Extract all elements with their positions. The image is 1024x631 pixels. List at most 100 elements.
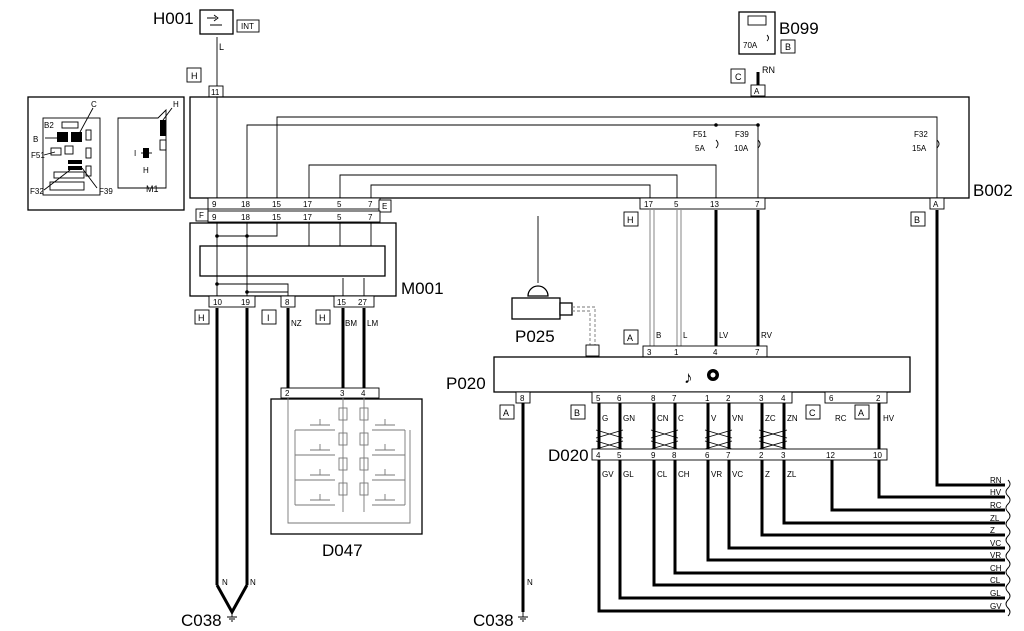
inset-f51: F51	[31, 151, 45, 160]
fuse-f39-rating: 10A	[734, 144, 749, 153]
edge-hv: HV	[990, 488, 1002, 497]
label-m001: M001	[401, 279, 444, 298]
d020-color-gv: GV	[602, 470, 614, 479]
inset-h-top: H	[173, 100, 179, 109]
b002-pin-9: 9	[212, 200, 217, 209]
conn-p020-a: A	[627, 333, 633, 343]
d020-color-gl: GL	[623, 470, 634, 479]
m001-pin-19: 19	[241, 298, 250, 307]
m001-pin-10: 10	[213, 298, 222, 307]
conn-p020-a2: A	[503, 408, 509, 418]
label-c038-left: C038	[181, 611, 222, 630]
p020-b-color-hv: HV	[883, 414, 895, 423]
wire-m001-15: BM	[345, 319, 357, 328]
d020-color-vc: VC	[732, 470, 743, 479]
d020-color-cl: CL	[657, 470, 668, 479]
p020-pin-8: 8	[520, 394, 525, 403]
music-icon: ♪	[684, 368, 693, 387]
inset-f32: F32	[30, 187, 44, 196]
edge-vr: VR	[990, 551, 1001, 560]
d020-color-vr: VR	[711, 470, 722, 479]
p020-bottom-colors: G GN CN C V VN ZC ZN RC HV	[602, 414, 895, 423]
d020-pin-2: 2	[759, 451, 764, 460]
p020-b-color-rc: RC	[835, 414, 847, 423]
m001-pin-5: 5	[337, 213, 342, 222]
d020-pin-10: 10	[873, 451, 882, 460]
conn-b002-e: E	[382, 202, 387, 211]
pin-b099: A	[754, 87, 760, 96]
p020-b-pin-6: 6	[617, 394, 622, 403]
label-p025: P025	[515, 327, 555, 346]
p020-b-pin-2: 2	[726, 394, 731, 403]
p020-radio: A B L LV RV 3 1 4 7 ♪ P020 8 A B C A 5 6…	[446, 329, 911, 423]
p020-bottom-pins: 5 6 8 7 1 2 3 4 6 2	[596, 394, 881, 403]
inset-m1: M1	[146, 184, 159, 194]
p020-b-color-cn: CN	[657, 414, 669, 423]
conn-m001-h1: H	[198, 313, 205, 323]
b002-pin-r13: 13	[710, 200, 719, 209]
edge-gl: GL	[990, 589, 1001, 598]
p020-pin-7: 7	[755, 348, 760, 357]
d020-pin-4: 4	[596, 451, 601, 460]
d020-color-zl: ZL	[787, 470, 797, 479]
fuse-f32-rating: 15A	[912, 144, 927, 153]
b099-battery: 70A B B099 RN C A	[730, 11, 819, 97]
m001-pin-15b: 15	[337, 298, 346, 307]
label-b002: B002	[973, 181, 1013, 200]
label-d047: D047	[322, 541, 363, 560]
edge-cl: CL	[990, 576, 1001, 585]
p020-b-color-g: G	[602, 414, 608, 423]
p020-b-color-zn: ZN	[787, 414, 798, 423]
wire-p020-7: RV	[761, 331, 773, 340]
fuse-f32-name: F32	[914, 130, 928, 139]
conn-p020-b: B	[574, 408, 580, 418]
d047-pin-4: 4	[361, 389, 366, 398]
d020-pin-8: 8	[672, 451, 677, 460]
twisted-pairs	[595, 429, 788, 450]
p020-b-pin-6b: 6	[829, 394, 834, 403]
p020-b-color-c: C	[678, 414, 684, 423]
inset-i: I	[134, 149, 136, 158]
wire-p020-4: LV	[719, 331, 729, 340]
right-edge-labels: RN HV RC ZL Z VC VR CH CL GL GV	[990, 476, 1011, 617]
m001-module: F 9 18 15 17 5 7 M001 10 19 8 15 27 H I …	[189, 208, 444, 328]
fuse-f39: F39 10A	[734, 130, 761, 153]
conn-p020-c: C	[809, 408, 816, 418]
heavy-wires	[215, 72, 1005, 613]
b002-pin-r17: 17	[644, 200, 653, 209]
m001-pin-7: 7	[368, 213, 373, 222]
b002-fusebox: B002 F51 5A F39 10A F32 15A 9 18 15 17 5…	[189, 96, 1013, 227]
label-h001: H001	[153, 9, 194, 28]
b002-pin-15: 15	[272, 200, 281, 209]
b002-pin-7: 7	[368, 200, 373, 209]
fuse-f39-name: F39	[735, 130, 749, 139]
fuse-f51-rating: 5A	[695, 144, 705, 153]
d047-pin-2: 2	[285, 389, 290, 398]
inset-b: B	[33, 135, 38, 144]
p020-pin-1: 1	[674, 348, 679, 357]
d020-pin-5: 5	[617, 451, 622, 460]
d020-pin-7: 7	[726, 451, 731, 460]
m001-pin-8: 8	[285, 298, 290, 307]
d020-colors: GV GL CL CH VR VC Z ZL	[602, 470, 797, 479]
conn-b099-box: B	[785, 42, 791, 52]
p020-b-color-v: V	[711, 414, 717, 423]
wire-h001: L	[219, 42, 224, 52]
conn-b002-b: B	[914, 215, 920, 225]
inset-h-bottom: H	[143, 166, 149, 175]
d047-pin-3: 3	[340, 389, 345, 398]
p020-pin-4: 4	[713, 348, 718, 357]
locator-inset: C B2 B F51 F32 F39 H I H M1	[27, 96, 185, 211]
b002-pin-r5: 5	[674, 200, 679, 209]
label-p020: P020	[446, 374, 486, 393]
p020-b-pin-1: 1	[705, 394, 710, 403]
label-c038-right: C038	[473, 611, 514, 630]
m001-pin-9: 9	[212, 213, 217, 222]
fuse-main: 70A	[743, 41, 758, 50]
wire-p020-3: B	[656, 331, 661, 340]
d047-switch-block: 2 3 4 D047	[270, 387, 423, 560]
fuse-f51-name: F51	[693, 130, 707, 139]
p020-b-color-vn: VN	[732, 414, 743, 423]
pin-h001: 11	[211, 88, 220, 97]
